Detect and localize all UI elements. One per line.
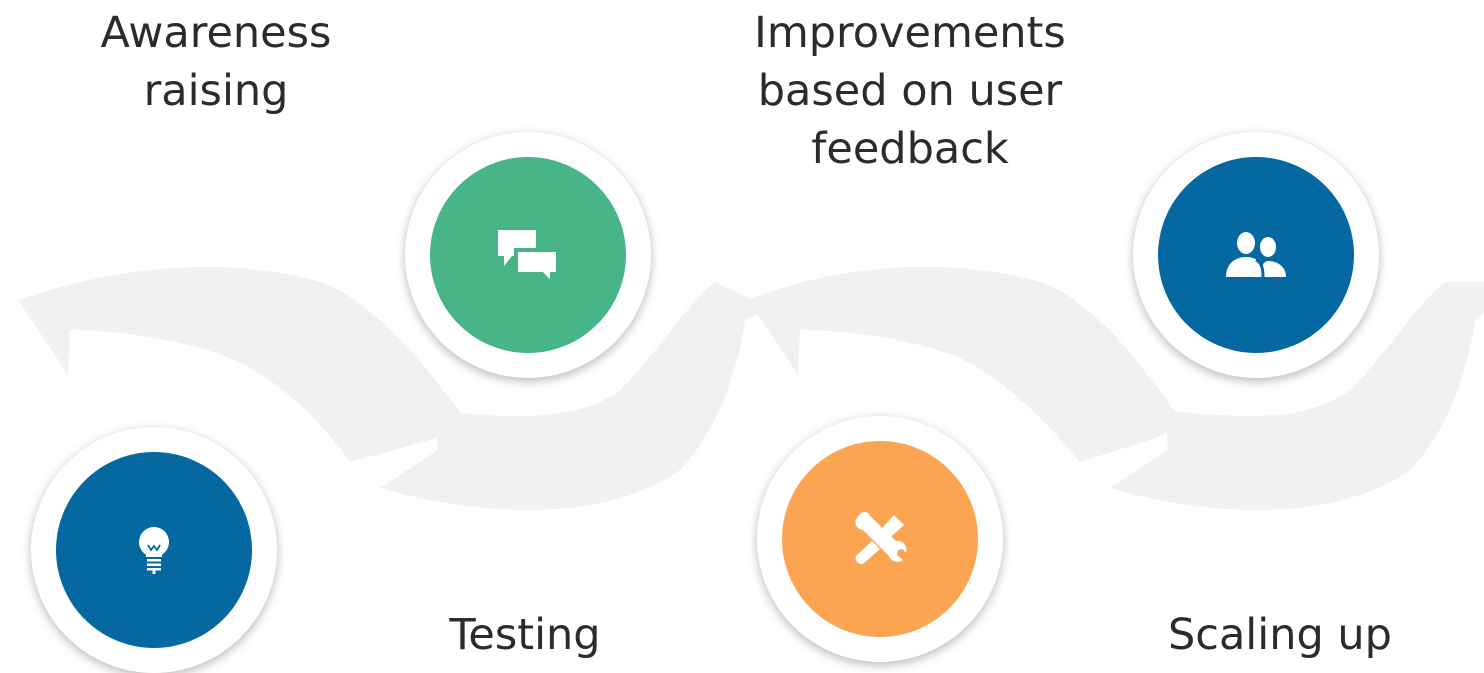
step-circle-scaling-up[interactable] bbox=[1133, 132, 1379, 378]
step-label-awareness-raising: Awareness raising bbox=[100, 8, 332, 116]
tools-icon bbox=[855, 512, 907, 564]
step-circle-testing[interactable] bbox=[405, 132, 651, 378]
users-icon bbox=[1226, 232, 1286, 278]
lightbulb-icon bbox=[139, 527, 169, 574]
step-label-improvements: Improvements based on user feedback bbox=[754, 8, 1066, 174]
step-label-scaling-up: Scaling up bbox=[1168, 610, 1392, 660]
step-label-testing: Testing bbox=[449, 610, 601, 660]
step-circle-awareness-raising[interactable] bbox=[31, 427, 277, 673]
step-circle-improvements[interactable] bbox=[757, 416, 1003, 662]
chat-bubbles-icon bbox=[498, 230, 560, 284]
